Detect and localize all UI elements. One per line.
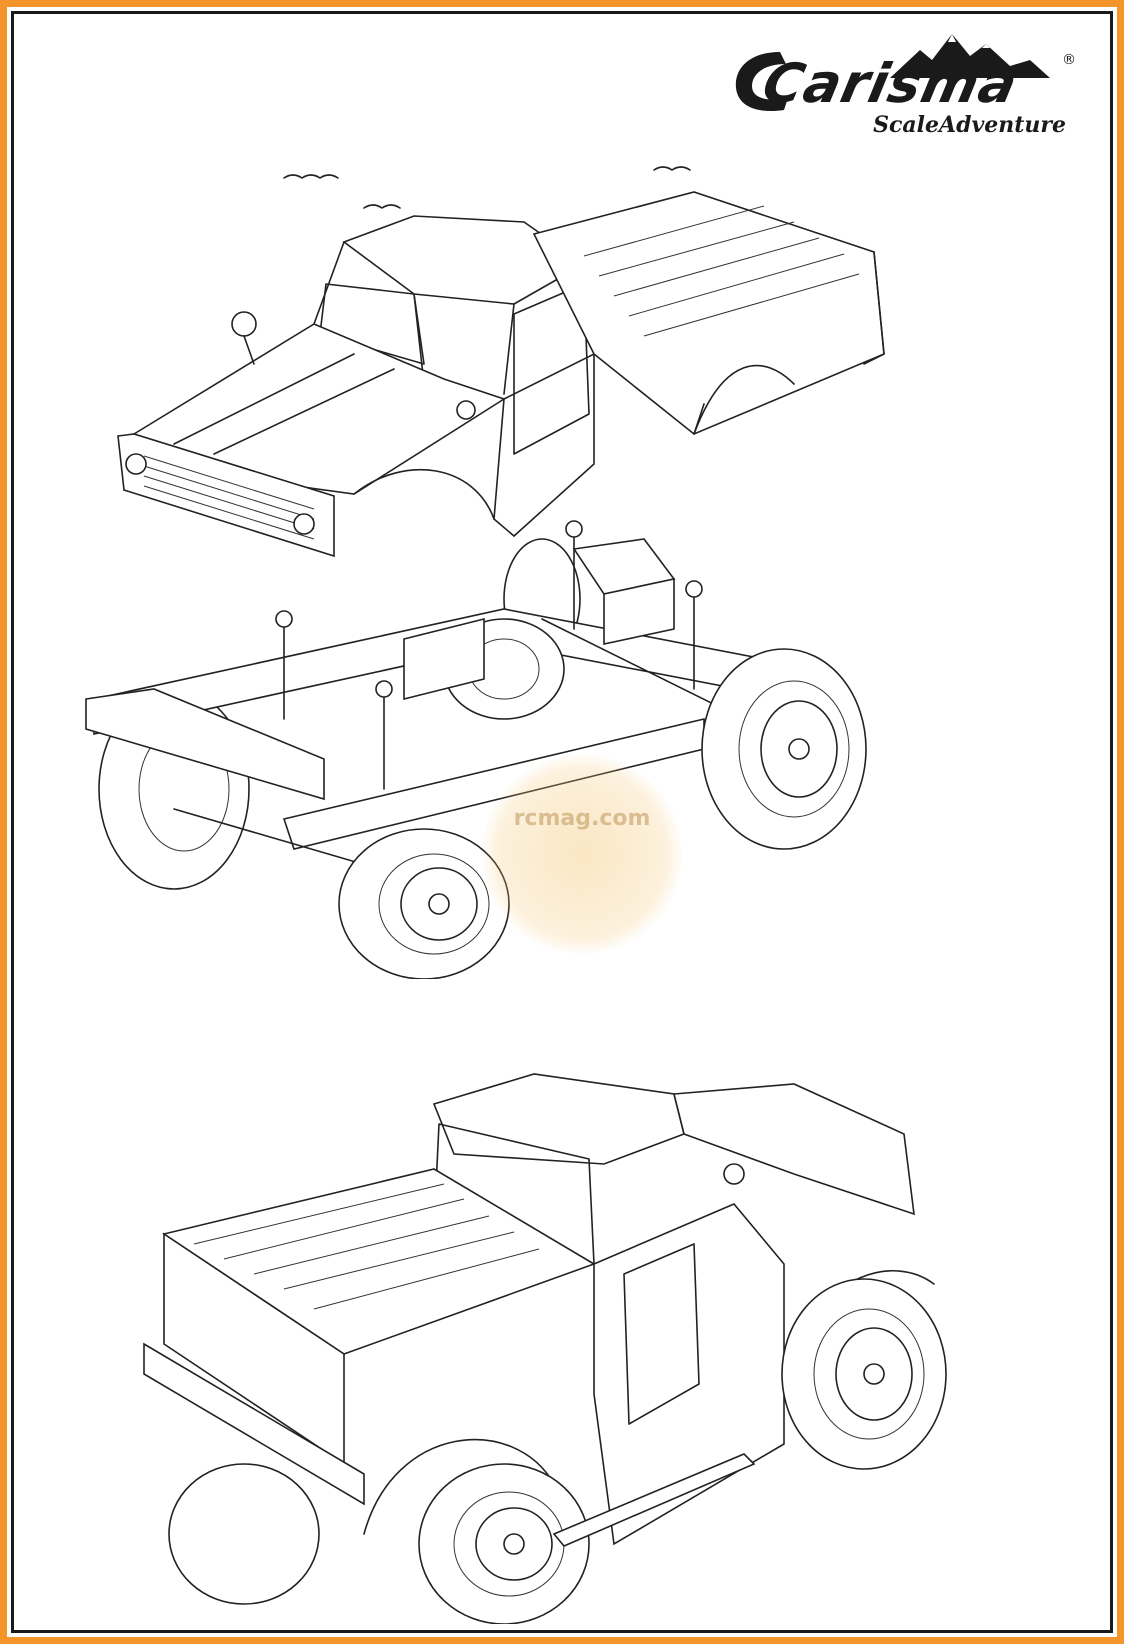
rcmag-watermark: rcmag.com — [482, 754, 682, 954]
logo-tagline: ScaleAdventure — [873, 112, 1066, 138]
assembled-truck-drawing — [143, 1073, 947, 1624]
carisma-logo: Carisma ® ScaleAdventure — [730, 30, 1076, 140]
watermark-text: rcmag.com — [513, 806, 651, 831]
chassis-drawing — [85, 520, 867, 979]
tire-rear-left-assembled — [168, 1463, 320, 1605]
body-shell-drawing — [117, 166, 885, 558]
logo-swoosh-icon — [735, 52, 788, 112]
logo-brand-text: Carisma — [757, 52, 1024, 115]
mountain-icon — [890, 34, 1050, 78]
inner-frame: Carisma ® ScaleAdventure — [11, 11, 1113, 1633]
tire-front-right-assembled — [781, 1278, 947, 1470]
shock-absorbers — [275, 520, 703, 790]
tire-rear-right — [701, 648, 867, 850]
registered-mark: ® — [1062, 52, 1076, 68]
body-clip-icons — [283, 166, 691, 209]
tire-rear-right-assembled — [418, 1463, 590, 1624]
tire-front-right — [338, 828, 510, 979]
